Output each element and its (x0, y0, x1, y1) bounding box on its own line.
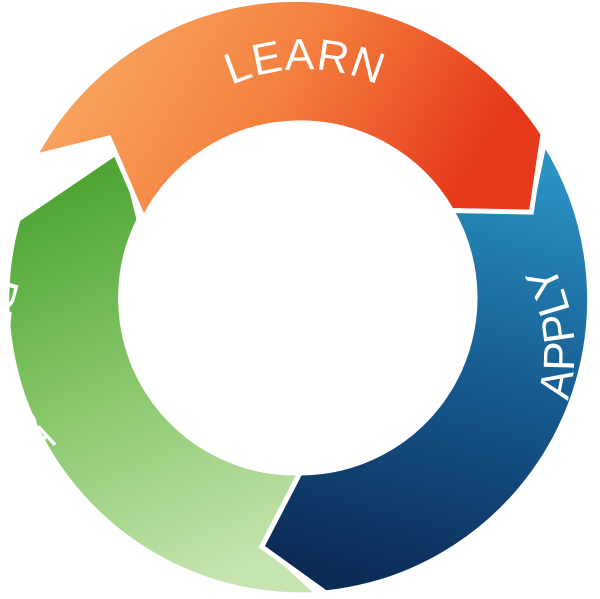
segment-apply: APPLY (258, 135, 593, 596)
learn-arrow (29, 0, 546, 225)
reflect-arrow (4, 144, 325, 598)
center-hole (127, 125, 473, 471)
segment-reflect: REFLECT (0, 144, 325, 598)
apply-arrow (258, 135, 593, 596)
segment-learn: LEARN (29, 0, 546, 225)
